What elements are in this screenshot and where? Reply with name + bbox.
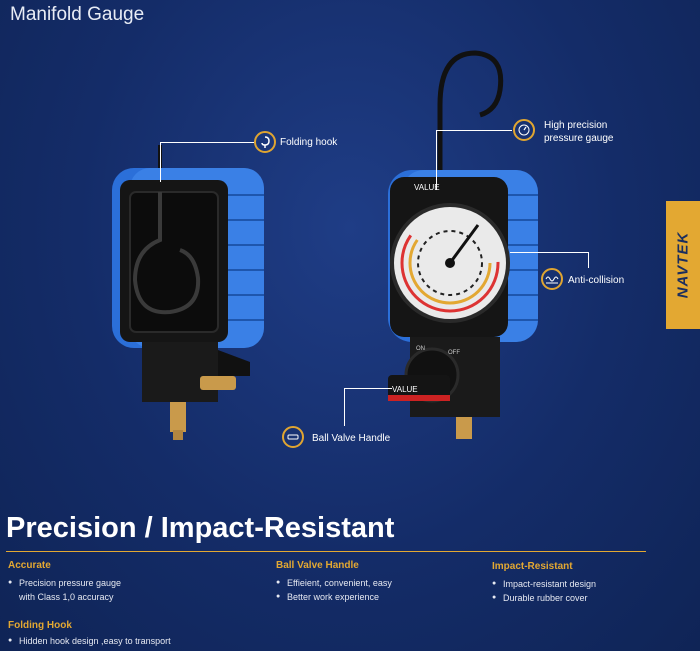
feature-item: Durable rubber cover — [492, 591, 596, 605]
brand-tab: NAVTEK — [666, 201, 700, 329]
valve-off-label: OFF — [448, 350, 460, 356]
feature-item: Impact-resistant design — [492, 577, 596, 591]
feature-title: Folding Hook — [8, 620, 72, 631]
gauge-brand-label: VALUE — [414, 183, 440, 192]
gauge-front-illustration: VALUE VALUE ON OFF — [388, 50, 538, 439]
feature-folding: Folding Hook Hidden hook design ,easy to… — [8, 620, 171, 648]
collision-icon — [541, 268, 563, 290]
callout-anti-collision: Anti-collision — [568, 275, 625, 286]
gauge-back-illustration — [112, 145, 264, 440]
feature-item: Precision pressure gauge — [8, 576, 121, 590]
valve-on-label: ON — [416, 346, 425, 352]
feature-title: Impact-Resistant — [492, 561, 573, 572]
callout-folding-hook: Folding hook — [280, 137, 338, 148]
feature-item: with Class 1,0 accuracy — [19, 592, 114, 602]
gauge-icon — [513, 119, 535, 141]
feature-item: Better work experience — [276, 590, 392, 604]
callout-pressure-line1: High precision — [544, 120, 608, 131]
knob-brand-label: VALUE — [392, 385, 418, 394]
feature-impact: Impact-Resistant Impact-resistant design… — [492, 561, 596, 605]
feature-ball-valve: Ball Valve Handle Effieient, convenient,… — [276, 560, 392, 604]
feature-item: Hidden hook design ,easy to transport — [8, 634, 171, 648]
hook-icon — [254, 131, 276, 153]
valve-icon — [282, 426, 304, 448]
feature-title: Ball Valve Handle — [276, 560, 359, 571]
headline: Precision / Impact-Resistant — [6, 512, 395, 544]
brand-logo-text: NAVTEK — [674, 231, 692, 299]
feature-title: Accurate — [8, 560, 51, 571]
callout-pressure-line2: pressure gauge — [544, 133, 614, 144]
feature-item: Effieient, convenient, easy — [276, 576, 392, 590]
callout-ball-valve: Ball Valve Handle — [312, 433, 391, 444]
callout-pressure-gauge: High precision pressure gauge — [544, 119, 614, 145]
page-title: Manifold Gauge — [10, 4, 145, 25]
divider — [6, 551, 646, 552]
feature-accurate: Accurate Precision pressure gauge with C… — [8, 560, 121, 604]
